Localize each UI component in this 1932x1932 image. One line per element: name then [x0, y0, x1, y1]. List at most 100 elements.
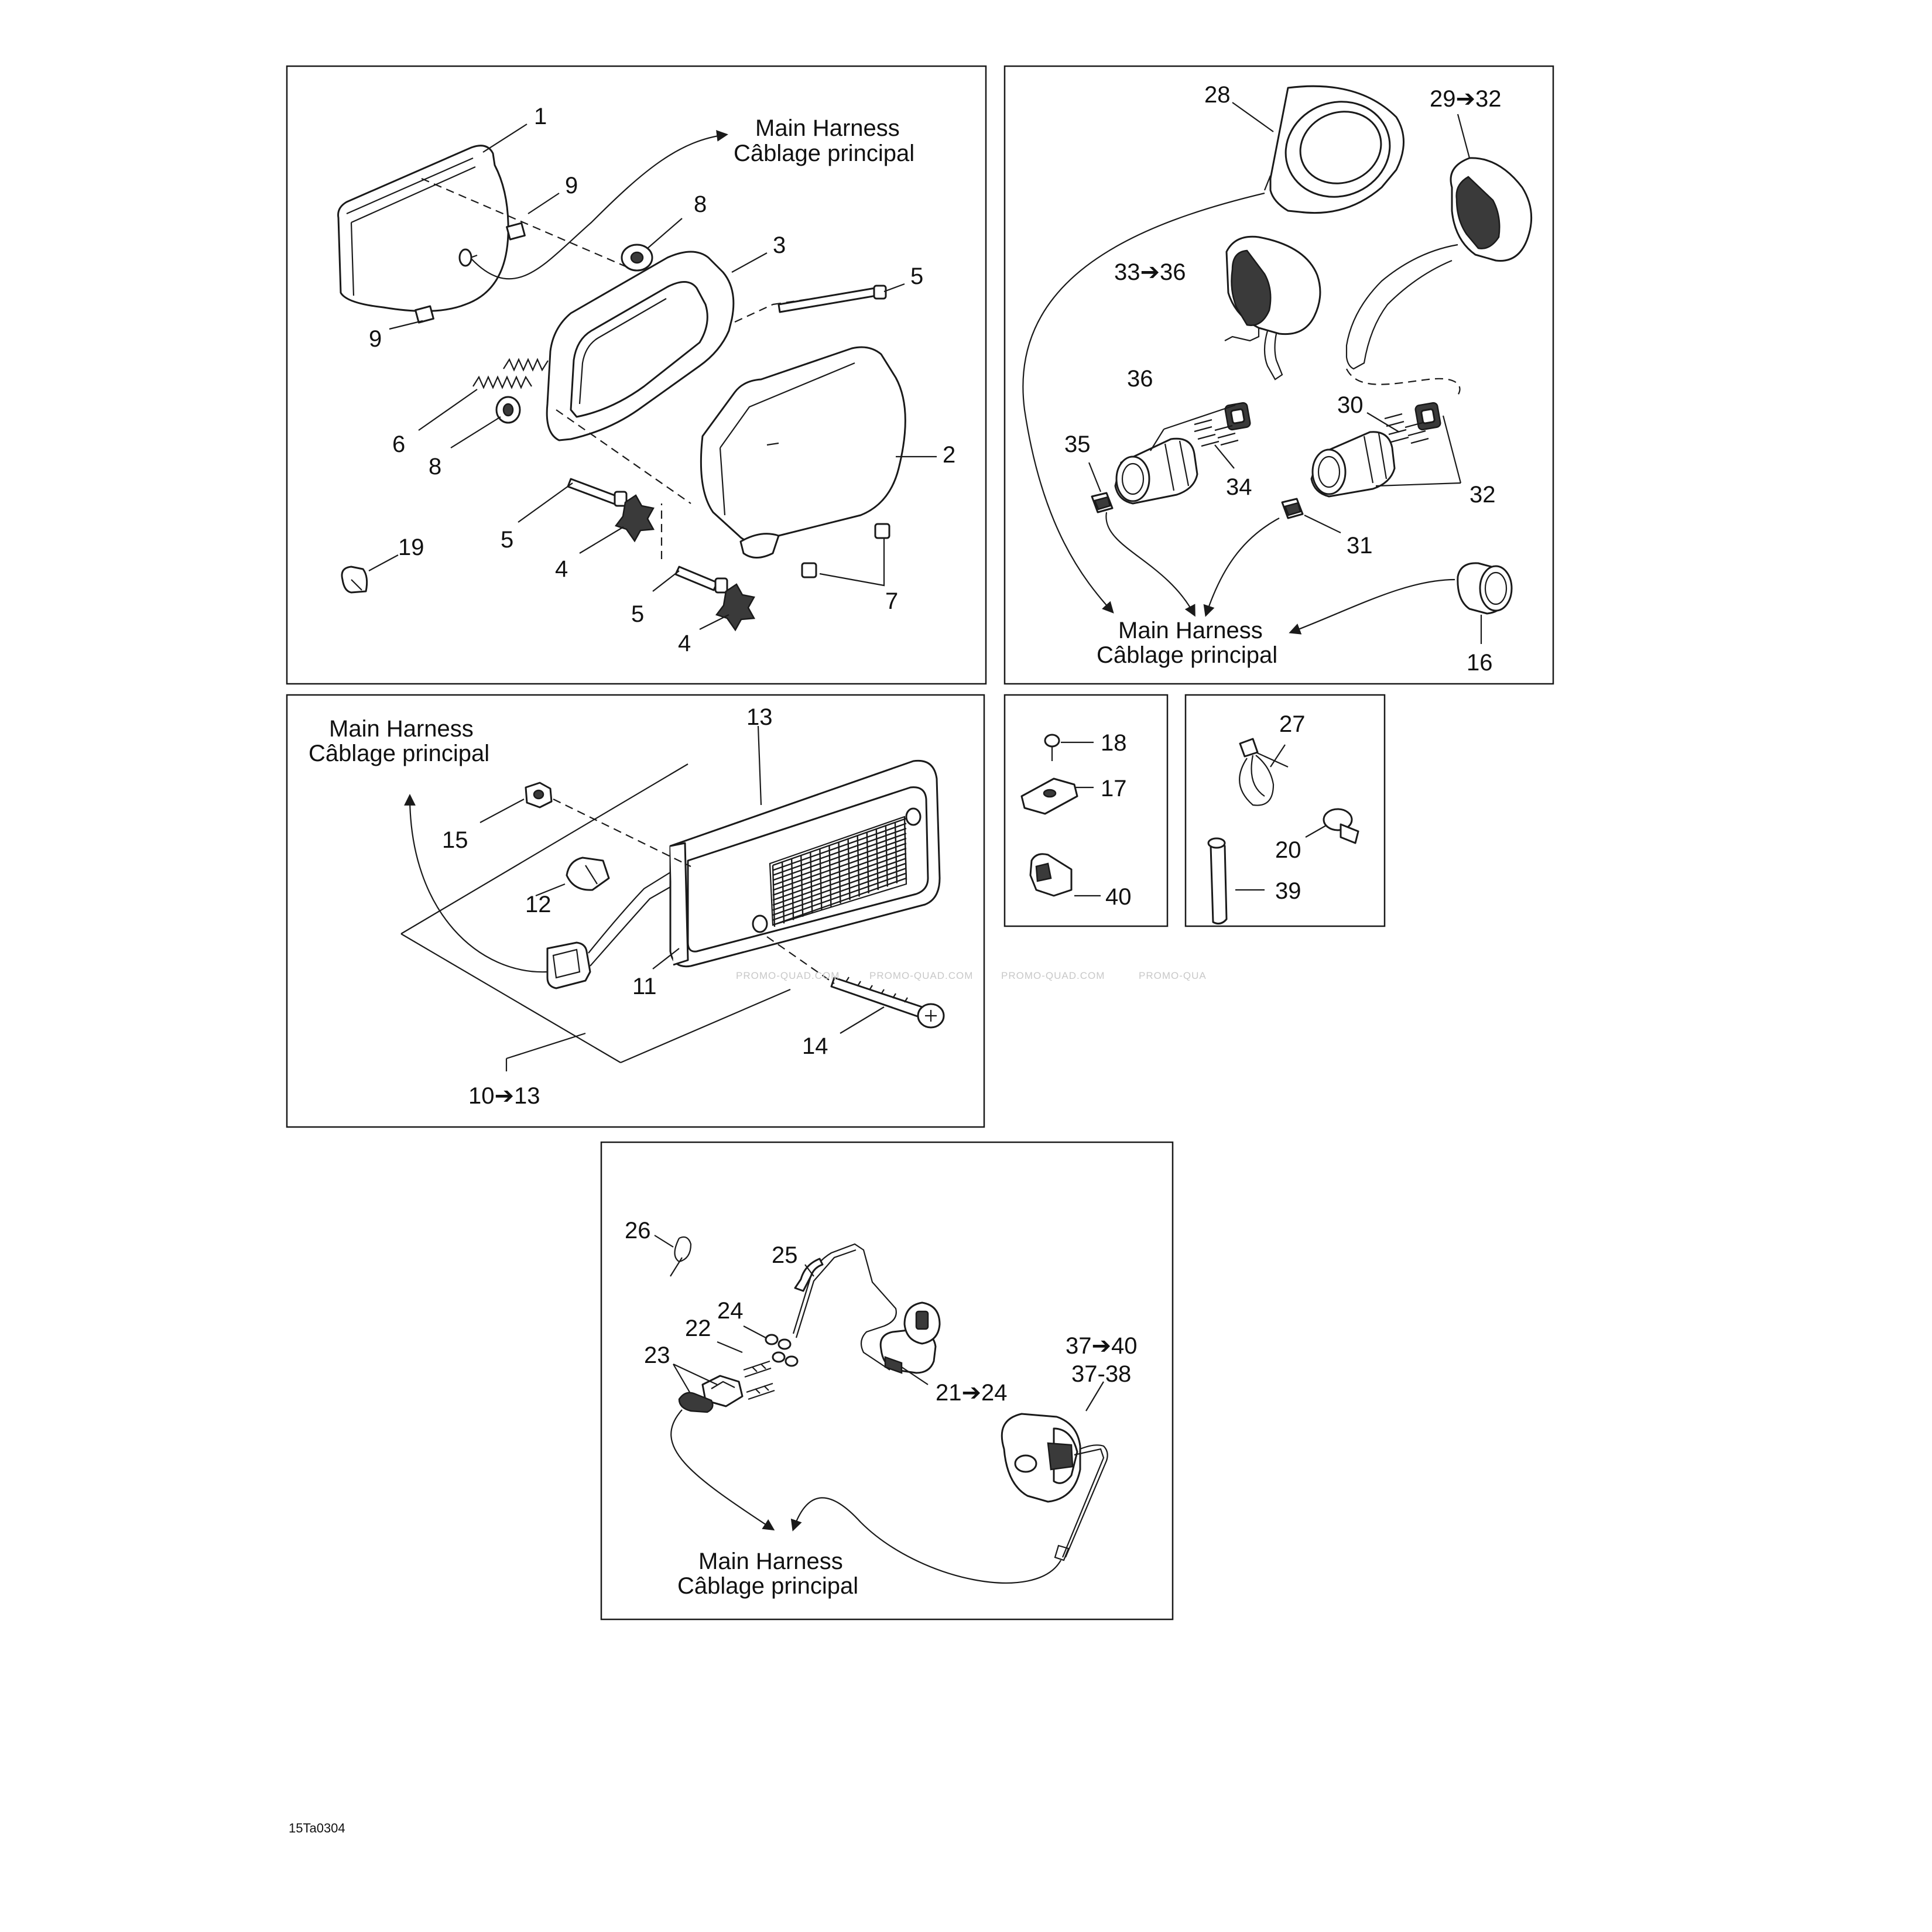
label-range-29-32: 29➔32: [1430, 86, 1502, 112]
label-range-33-36: 33➔36: [1114, 259, 1186, 285]
label-5-upper: 5: [910, 263, 923, 289]
seal-30: [1414, 402, 1441, 431]
pins-34: [1194, 419, 1239, 447]
clip-40: [1029, 853, 1073, 897]
gauge-28-part: [1263, 85, 1405, 214]
sleeve-39: [1207, 837, 1228, 925]
watermark-1: PROMO-QUAD.COM: [736, 970, 840, 981]
panel-gauges: 28 29➔32 33➔36 36 30 35 34 32 31 16 Main…: [1003, 65, 1554, 685]
label-8-left: 8: [429, 454, 441, 479]
label-2: 2: [943, 442, 955, 468]
watermark-3: PROMO-QUAD.COM: [1001, 970, 1105, 981]
gauge-33-36-part: [1224, 235, 1321, 381]
label-8-upper: 8: [694, 191, 707, 217]
harness-label-en-2: Main Harness: [1118, 618, 1263, 643]
screw-14: [830, 977, 945, 1029]
cable-tie-27: [1239, 738, 1289, 806]
grommet-8-upper: [621, 244, 653, 272]
connector-32-part: [1310, 431, 1396, 498]
label-28: 28: [1204, 82, 1231, 108]
label-7: 7: [885, 588, 898, 614]
label-23: 23: [644, 1342, 670, 1368]
clip-26: [670, 1236, 692, 1277]
label-31: 31: [1347, 533, 1373, 559]
taillight-assembly-outline: [400, 763, 791, 1064]
label-4-lower: 4: [678, 631, 691, 656]
label-34: 34: [1226, 474, 1252, 500]
label-13: 13: [746, 704, 773, 730]
label-16: 16: [1467, 650, 1493, 676]
screw-7-upper: [874, 523, 890, 539]
label-30: 30: [1337, 392, 1364, 418]
headlamp-housing-frame-part: [546, 251, 735, 441]
label-32: 32: [1469, 482, 1496, 508]
adjuster-knob-4-middle: [614, 494, 655, 543]
label-27: 27: [1279, 711, 1306, 737]
connector-36-part: [1114, 437, 1198, 505]
label-3: 3: [773, 232, 786, 258]
seal-23: [678, 1392, 714, 1413]
label-range-37-38: 37-38: [1071, 1361, 1131, 1387]
bolt-5-lower: [674, 566, 728, 594]
label-24: 24: [717, 1298, 744, 1324]
panel-switches: 26 25 24 22 23 21➔24 37➔40 37-38 Main Ha…: [600, 1141, 1174, 1621]
panel-hardware-a: 18 17 40: [1003, 694, 1169, 927]
headlamp-unit-part: [337, 130, 728, 312]
panel-taillight: 13 15 12 11 14 10➔13 Main Harness Câblag…: [286, 694, 1207, 1128]
harness-label-en-4: Main Harness: [698, 1549, 843, 1574]
label-9-upper: 9: [565, 173, 578, 198]
plate-17: [1020, 777, 1078, 815]
watermark-4: PROMO-QUA: [1139, 970, 1207, 981]
taillight-connector-11: [546, 872, 671, 989]
bulb-12: [566, 857, 610, 891]
screw-18: [1044, 734, 1060, 761]
clip-9-upper: [506, 222, 526, 241]
label-25: 25: [772, 1242, 798, 1268]
label-35: 35: [1064, 431, 1091, 457]
harness-label-en-1: Main Harness: [755, 115, 900, 141]
grommet-8-left: [495, 396, 521, 424]
adjuster-knob-4-lower: [715, 583, 756, 632]
switch-21-24-part: [879, 1301, 941, 1374]
label-1: 1: [534, 104, 547, 129]
panel-headlight: 1 9 9 8 3 5 2 6 8 5 4 5 4 7 19 Main Harn…: [286, 65, 987, 685]
rivet-20: [1323, 808, 1359, 844]
harness-label-fr-3: Câblage principal: [309, 741, 489, 766]
label-40: 40: [1105, 884, 1132, 910]
adjuster-spring-6: [472, 358, 549, 389]
label-20: 20: [1275, 837, 1301, 863]
taillight-lens-grille: [769, 816, 907, 927]
harness-label-fr-2: Câblage principal: [1097, 642, 1277, 668]
label-39: 39: [1275, 878, 1301, 904]
label-22: 22: [685, 1316, 711, 1341]
figure-code: 15Ta0304: [289, 1821, 345, 1835]
label-15: 15: [442, 827, 468, 853]
label-12: 12: [525, 892, 551, 917]
handlebar-switch-37-40-part: [1001, 1413, 1108, 1561]
harness-label-fr-1: Câblage principal: [734, 141, 914, 166]
headlamp-rear-cover-part: [700, 346, 906, 559]
label-range-21-24: 21➔24: [936, 1380, 1008, 1406]
harness-label-fr-4: Câblage principal: [677, 1573, 858, 1599]
pins-30: [1384, 413, 1429, 444]
label-5-middle: 5: [501, 527, 513, 553]
bolt-5-middle: [567, 478, 628, 507]
nut-15: [525, 782, 553, 809]
gauge-29-32-part: [1345, 157, 1533, 370]
label-4-middle: 4: [555, 556, 568, 582]
label-17: 17: [1101, 776, 1127, 801]
harness-label-en-3: Main Harness: [329, 716, 474, 742]
screw-7-lower: [801, 562, 817, 578]
label-range-37-40: 37➔40: [1066, 1333, 1138, 1359]
label-11: 11: [632, 974, 657, 999]
label-9-lower: 9: [369, 326, 382, 352]
label-5-lower: 5: [631, 601, 644, 627]
wedge-35: [1091, 492, 1114, 513]
watermark-2: PROMO-QUAD.COM: [869, 970, 973, 981]
watermark-strip: PROMO-QUAD.COM PROMO-QUAD.COM PROMO-QUAD…: [736, 970, 1207, 981]
seals-24: [765, 1334, 799, 1367]
label-19: 19: [398, 535, 424, 560]
label-range-10-13: 10➔13: [468, 1083, 540, 1109]
terminals-22: [743, 1360, 775, 1400]
